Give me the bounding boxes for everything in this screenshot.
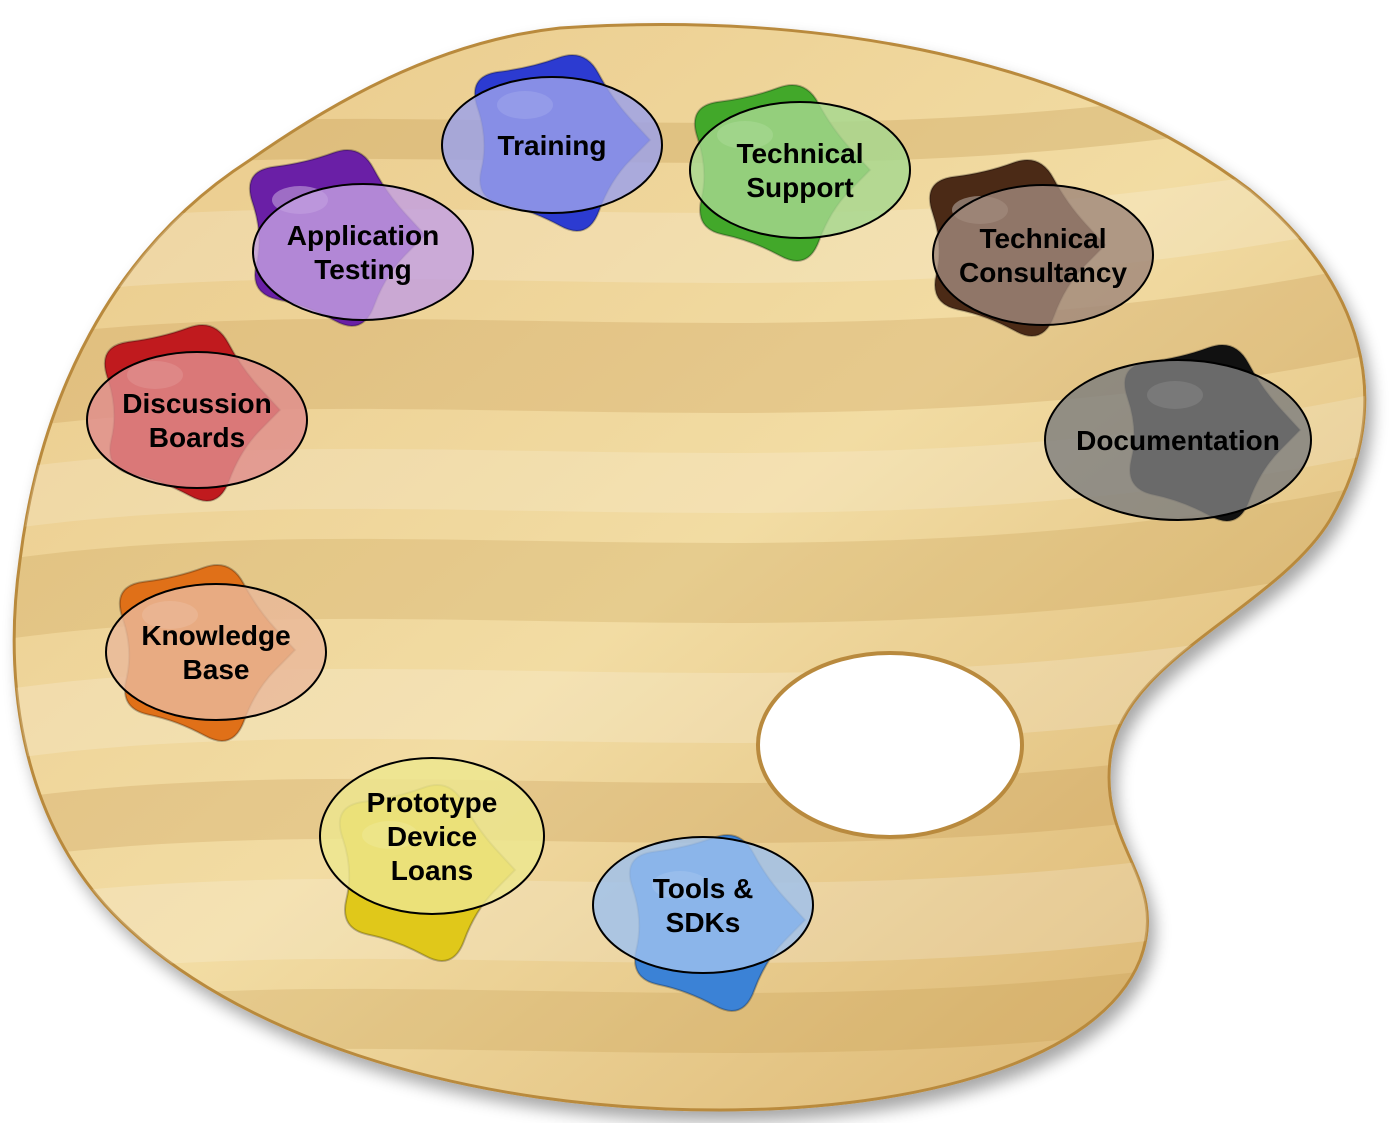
- node-bubble: [319, 757, 545, 915]
- node-label-line: Boards: [149, 422, 245, 453]
- grain-streak: [14, 480, 1365, 640]
- node-bubble: [252, 183, 474, 321]
- node-bubble: [689, 101, 911, 239]
- node-label-line: Discussion: [122, 388, 271, 419]
- node-label-line: Testing: [314, 254, 411, 285]
- node-label-line: Training: [498, 130, 607, 161]
- node-label-line: Application: [287, 220, 439, 251]
- node-label-line: Tools &: [653, 873, 754, 904]
- node-bubble: [592, 836, 814, 974]
- thumb-hole: [756, 651, 1024, 839]
- node-label: Tools &SDKs: [653, 873, 754, 938]
- node-bubble: [1044, 359, 1312, 521]
- node-tools-sdks: Tools &SDKs: [592, 834, 814, 1012]
- node-label-line: Base: [183, 654, 250, 685]
- node-label-line: Documentation: [1076, 425, 1280, 456]
- node-label-line: Technical: [736, 138, 863, 169]
- node-label-line: Knowledge: [141, 620, 290, 651]
- node-label-line: Prototype: [367, 787, 498, 818]
- node-label: Training: [498, 130, 607, 161]
- node-label-line: Consultancy: [959, 257, 1127, 288]
- node-label-line: SDKs: [666, 907, 741, 938]
- node-label-line: Loans: [391, 855, 473, 886]
- node-label-line: Support: [746, 172, 853, 203]
- node-bubble: [932, 184, 1154, 326]
- grain-streak: [14, 390, 1365, 530]
- grain-streak: [14, 610, 1365, 760]
- node-bubble: [105, 583, 327, 721]
- node-label-line: Technical: [979, 223, 1106, 254]
- grain-streak: [14, 930, 1365, 1070]
- node-label-line: Device: [387, 821, 477, 852]
- grain-streak: [14, 260, 1365, 430]
- node-documentation: Documentation: [1044, 344, 1312, 522]
- node-label: Documentation: [1076, 425, 1280, 456]
- node-training: Training: [441, 54, 663, 232]
- node-bubble: [86, 351, 308, 489]
- node-bubble: [441, 76, 663, 214]
- grain-streak: [14, 60, 1365, 180]
